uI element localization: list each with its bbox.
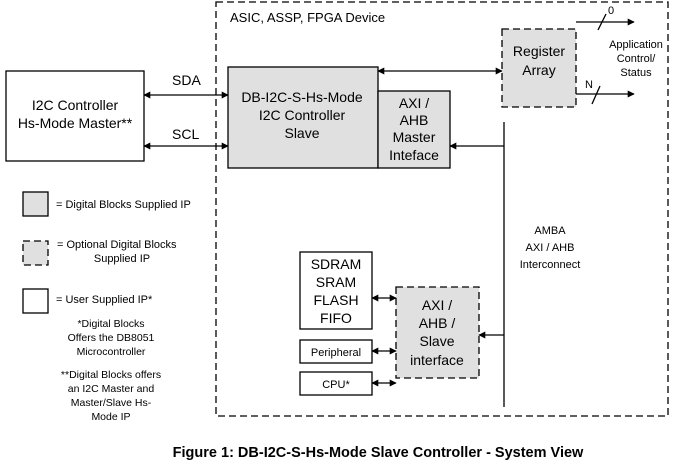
i2c-slave-label-line2: I2C Controller bbox=[259, 107, 346, 123]
note1-line2: Offers the DB8051 bbox=[68, 332, 155, 344]
app-bit-top: 0 bbox=[608, 5, 614, 17]
legend-user-label: = User Supplied IP* bbox=[56, 294, 153, 306]
i2c-master-box bbox=[5, 70, 145, 162]
scl-label: SCL bbox=[172, 126, 199, 142]
axi-master-label-line2: AHB bbox=[400, 112, 429, 128]
amba-label-line3: Interconnect bbox=[520, 259, 581, 271]
cpu-label: CPU* bbox=[322, 379, 350, 391]
legend-optional-label-line2: Supplied IP bbox=[94, 253, 150, 265]
i2c-slave-box bbox=[227, 66, 379, 169]
note1-line1: *Digital Blocks bbox=[77, 318, 144, 330]
memory-label-line4: FIFO bbox=[320, 310, 352, 326]
legend-optional-label-line1: = Optional Digital Blocks bbox=[57, 239, 177, 251]
axi-slave-box bbox=[395, 286, 480, 379]
note2-line1: **Digital Blocks offers bbox=[61, 369, 161, 381]
app-bit-bottom: N bbox=[585, 79, 593, 91]
axi-slave-label-line3: Slave bbox=[419, 333, 454, 349]
sda-label: SDA bbox=[172, 72, 201, 88]
register-array-label-line2: Array bbox=[522, 62, 555, 78]
note2-line2: an I2C Master and bbox=[68, 383, 155, 395]
device-boundary bbox=[215, 1, 669, 417]
i2c-master-label-line2: Hs-Mode Master** bbox=[18, 115, 133, 131]
axi-master-label-line1: AXI / bbox=[399, 95, 429, 111]
axi-master-label-line3: Master bbox=[393, 129, 436, 145]
amba-label-line2: AXI / AHB bbox=[526, 242, 575, 254]
memory-label-line3: FLASH bbox=[313, 292, 358, 308]
device-label: ASIC, ASSP, FPGA Device bbox=[230, 10, 385, 25]
i2c-slave-label-line3: Slave bbox=[284, 125, 319, 141]
memory-label-line1: SDRAM bbox=[311, 256, 362, 272]
axi-slave-label-line1: AXI / bbox=[422, 297, 452, 313]
app-control-line3: Status bbox=[620, 67, 652, 79]
note1-line3: Microcontroller bbox=[77, 346, 146, 358]
legend-digital-swatch bbox=[22, 191, 49, 217]
app-bus-bottom-slash bbox=[591, 85, 601, 105]
axi-master-box bbox=[377, 90, 451, 169]
memory-box bbox=[299, 251, 373, 330]
app-control-line2: Control/ bbox=[617, 53, 656, 65]
legend-user-swatch bbox=[22, 288, 49, 314]
axi-master-label-line4: Inteface bbox=[389, 147, 439, 163]
legend-digital-label: = Digital Blocks Supplied IP bbox=[56, 199, 191, 211]
figure-caption: Figure 1: DB-I2C-S-Hs-Mode Slave Control… bbox=[173, 445, 584, 461]
axi-slave-label-line2: AHB / bbox=[419, 315, 456, 331]
peripheral-label: Peripheral bbox=[311, 347, 361, 359]
note2-line4: Mode IP bbox=[91, 411, 130, 423]
app-bus-top-slash bbox=[597, 13, 607, 31]
amba-label-line1: AMBA bbox=[534, 225, 566, 237]
app-control-line1: Application bbox=[609, 39, 663, 51]
register-array-label-line1: Register bbox=[513, 43, 565, 59]
register-array-box bbox=[501, 28, 577, 108]
i2c-slave-label-line1: DB-I2C-S-Hs-Mode bbox=[241, 89, 363, 105]
note2-line3: Master/Slave Hs- bbox=[71, 397, 152, 409]
axi-slave-label-line4: interface bbox=[410, 352, 464, 368]
i2c-master-label-line1: I2C Controller bbox=[32, 97, 119, 113]
legend-optional-swatch bbox=[22, 240, 49, 266]
memory-label-line2: SRAM bbox=[316, 274, 356, 290]
